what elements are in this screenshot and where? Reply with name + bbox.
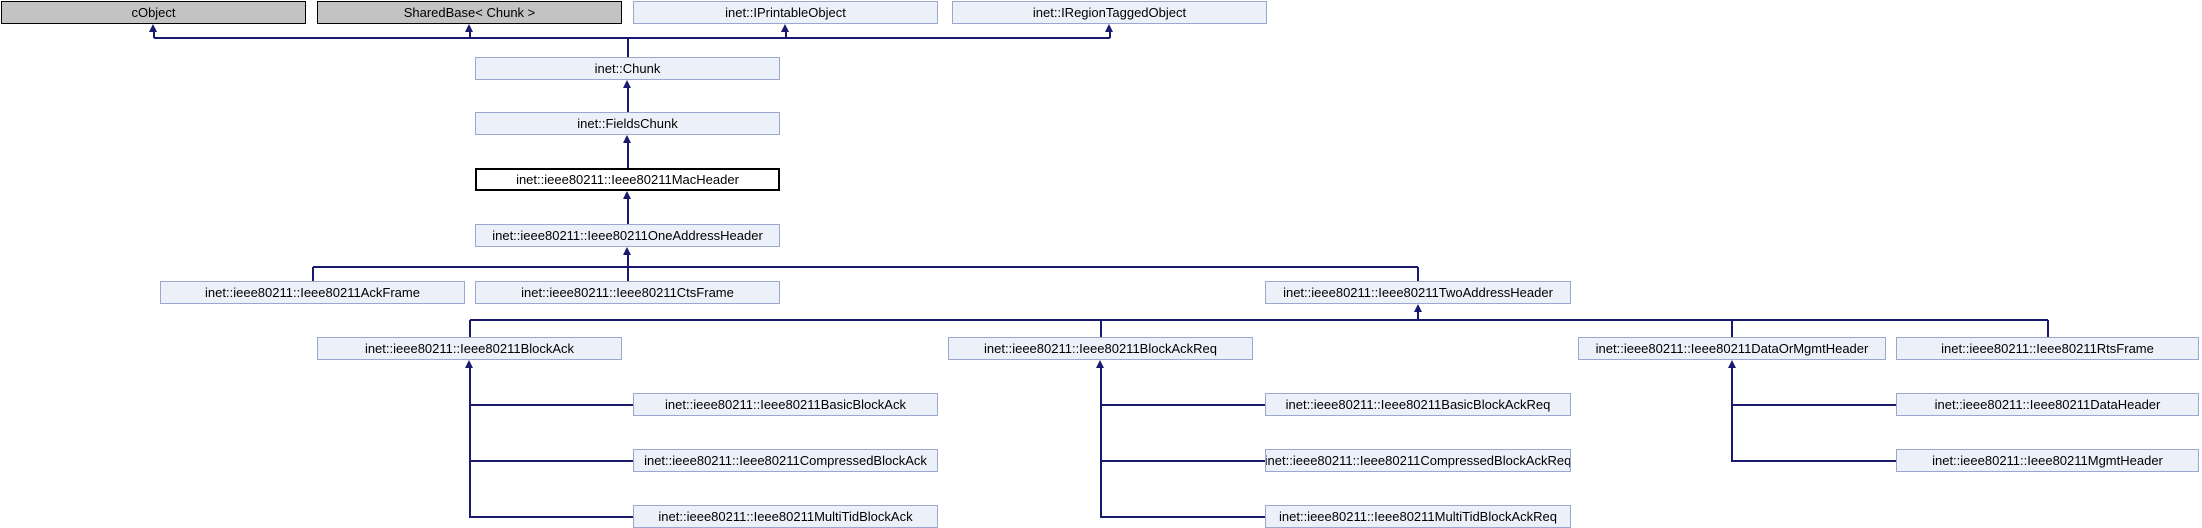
- class-node-Chunk[interactable]: inet::Chunk: [475, 57, 780, 80]
- inheritance-arrow-icon: [623, 80, 631, 88]
- edge-line: [468, 32, 471, 38]
- edge-line: [153, 37, 1110, 39]
- edge-line: [1099, 459, 1265, 462]
- inheritance-arrow-icon: [1413, 304, 1422, 312]
- edge-line: [468, 320, 471, 337]
- class-node-DataOrMgmtHeader[interactable]: inet::ieee80211::Ieee80211DataOrMgmtHead…: [1578, 337, 1886, 360]
- inheritance-arrow-icon: [623, 135, 631, 143]
- edge-line: [784, 32, 787, 38]
- inheritance-arrow-icon: [623, 247, 631, 255]
- edge-line: [1417, 312, 1419, 320]
- edge-line: [1731, 320, 1733, 337]
- edge-line: [1731, 403, 1896, 406]
- edge-line: [312, 266, 1418, 268]
- edge-line: [1099, 515, 1265, 518]
- inheritance-arrow-icon: [1727, 360, 1736, 368]
- class-node-IRegionTaggedObject[interactable]: inet::IRegionTaggedObject: [952, 1, 1267, 24]
- class-node-BlockAckReq[interactable]: inet::ieee80211::Ieee80211BlockAckReq: [948, 337, 1253, 360]
- class-node-MultiTidBlockAck[interactable]: inet::ieee80211::Ieee80211MultiTidBlockA…: [633, 505, 938, 528]
- edge-line: [626, 88, 629, 112]
- inheritance-arrow-icon: [623, 191, 631, 199]
- class-node-OneAddressHeader[interactable]: inet::ieee80211::Ieee80211OneAddressHead…: [475, 224, 780, 247]
- edge-line: [1099, 403, 1265, 406]
- edge-line: [468, 459, 633, 462]
- edge-line: [1099, 320, 1102, 337]
- edge-line: [626, 267, 629, 281]
- class-node-MgmtHeader[interactable]: inet::ieee80211::Ieee80211MgmtHeader: [1896, 449, 2199, 472]
- edge-line: [626, 199, 629, 224]
- edge-line: [626, 255, 629, 267]
- inheritance-arrow-icon: [149, 24, 157, 32]
- class-node-BlockAck[interactable]: inet::ieee80211::Ieee80211BlockAck: [317, 337, 622, 360]
- inheritance-arrow-icon: [1096, 360, 1104, 368]
- class-node-TwoAddressHeader[interactable]: inet::ieee80211::Ieee80211TwoAddressHead…: [1265, 281, 1571, 304]
- edge-line: [626, 38, 629, 57]
- class-node-BasicBlockAck[interactable]: inet::ieee80211::Ieee80211BasicBlockAck: [633, 393, 938, 416]
- class-node-CtsFrame[interactable]: inet::ieee80211::Ieee80211CtsFrame: [475, 281, 780, 304]
- edge-line: [1099, 368, 1102, 518]
- class-node-CompressedBlockAckReq[interactable]: inet::ieee80211::Ieee80211CompressedBloc…: [1265, 449, 1571, 472]
- edge-line: [1108, 32, 1111, 38]
- class-node-CompressedBlockAck[interactable]: inet::ieee80211::Ieee80211CompressedBloc…: [633, 449, 938, 472]
- class-node-RtsFrame[interactable]: inet::ieee80211::Ieee80211RtsFrame: [1896, 337, 2199, 360]
- edge-line: [468, 368, 471, 518]
- edge-line: [468, 515, 633, 518]
- inheritance-arrow-icon: [465, 24, 473, 32]
- class-node-BasicBlockAckReq[interactable]: inet::ieee80211::Ieee80211BasicBlockAckR…: [1265, 393, 1571, 416]
- edge-line: [1731, 368, 1733, 462]
- class-node-AckFrame[interactable]: inet::ieee80211::Ieee80211AckFrame: [160, 281, 465, 304]
- class-node-FieldsChunk[interactable]: inet::FieldsChunk: [475, 112, 780, 135]
- edge-line: [626, 143, 629, 168]
- edge-line: [311, 267, 314, 281]
- edge-line: [469, 319, 2048, 321]
- class-node-SharedBase: SharedBase< Chunk >: [317, 1, 622, 24]
- edge-line: [468, 403, 633, 406]
- inheritance-arrow-icon: [781, 24, 789, 32]
- edge-line: [2046, 320, 2049, 337]
- class-node-MultiTidBlockAckReq[interactable]: inet::ieee80211::Ieee80211MultiTidBlockA…: [1265, 505, 1571, 528]
- class-node-IPrintableObject[interactable]: inet::IPrintableObject: [633, 1, 938, 24]
- edge-line: [1417, 267, 1419, 281]
- class-node-MacHeader: inet::ieee80211::Ieee80211MacHeader: [475, 168, 780, 191]
- inheritance-arrow-icon: [1105, 24, 1113, 32]
- edge-line: [152, 32, 155, 38]
- class-node-cObject: cObject: [1, 1, 306, 24]
- class-node-DataHeader[interactable]: inet::ieee80211::Ieee80211DataHeader: [1896, 393, 2199, 416]
- edge-line: [1731, 459, 1896, 462]
- inheritance-arrow-icon: [465, 360, 473, 368]
